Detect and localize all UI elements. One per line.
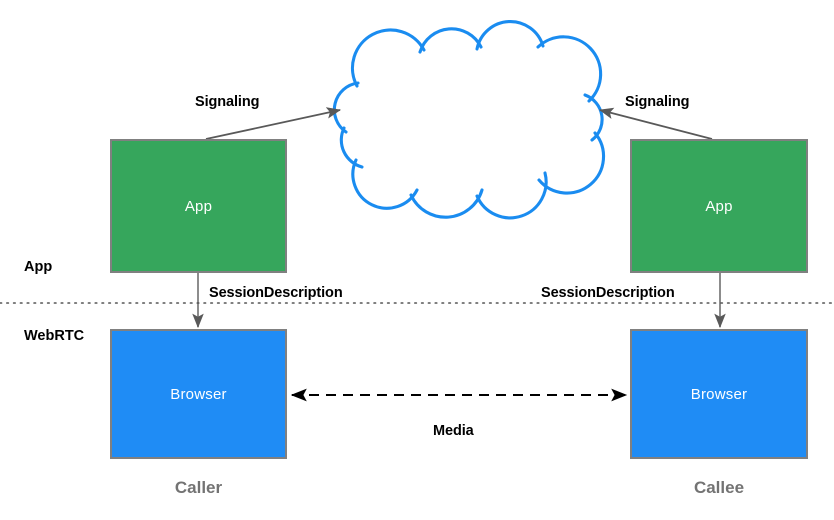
callee-signaling-arrow — [598, 107, 713, 140]
caller-app-box[interactable]: App — [110, 139, 287, 273]
caller-browser-label: Browser — [170, 385, 227, 403]
caller-role-label: Caller — [174, 478, 223, 497]
caller-sessiondescription-label: SessionDescription — [209, 285, 343, 301]
signaling-cloud-icon — [332, 20, 606, 220]
caller-app-label: App — [184, 197, 213, 215]
callee-app-box[interactable]: App — [630, 139, 808, 273]
caller-browser-box[interactable]: Browser — [110, 329, 287, 459]
callee-browser-label: Browser — [690, 385, 748, 403]
app-layer-label: App — [24, 259, 53, 275]
caller-signaling-label: Signaling — [195, 94, 260, 110]
callee-app-label: App — [705, 197, 733, 215]
media-label: Media — [433, 423, 474, 439]
caller-signaling-arrow — [205, 107, 342, 140]
callee-browser-box[interactable]: Browser — [630, 329, 808, 459]
callee-signaling-label: Signaling — [625, 94, 690, 110]
callee-sessiondescription-label: SessionDescription — [541, 285, 675, 301]
webrtc-layer-label: WebRTC — [24, 328, 85, 344]
callee-role-label: Callee — [693, 478, 745, 497]
